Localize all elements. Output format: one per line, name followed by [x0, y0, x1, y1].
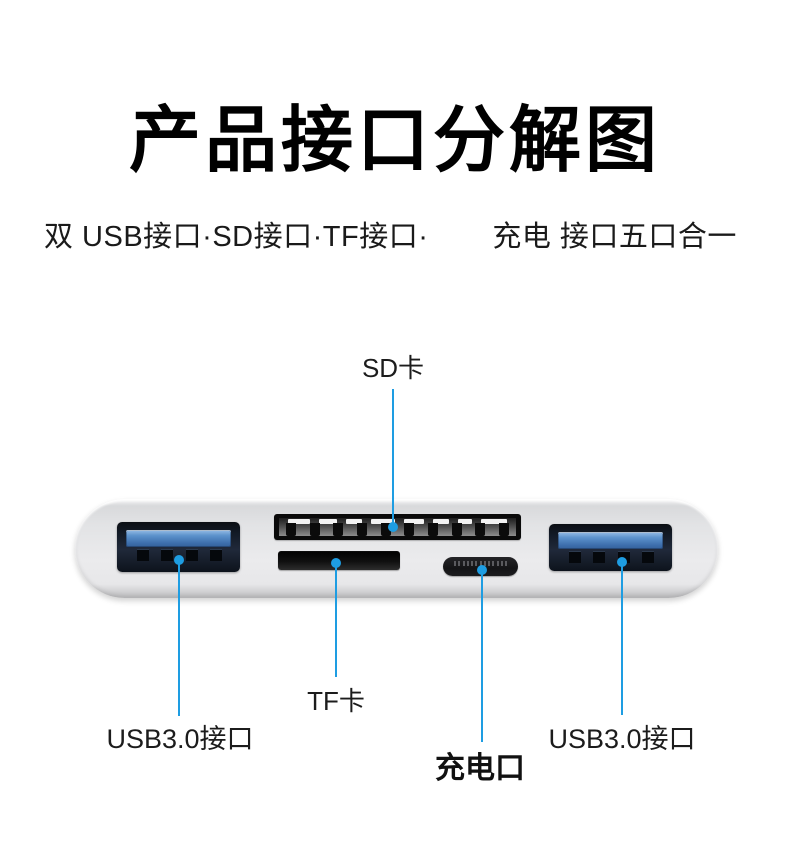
lightning-pins [454, 561, 507, 566]
lightning-pin-icon [471, 561, 473, 566]
leader-line-usb-right [621, 562, 623, 715]
sd-tooth-icon [356, 523, 367, 536]
sd-contact-icon [433, 519, 449, 524]
lightning-pin-icon [505, 561, 507, 566]
leader-dot-usb-right [617, 557, 627, 567]
usb-pin-icon [593, 551, 606, 563]
sd-tooth-icon [333, 523, 344, 536]
usb-pin-icon [161, 549, 174, 561]
leader-dot-tf [331, 558, 341, 568]
sd-tooth-icon [286, 523, 296, 536]
usb-pins [137, 549, 222, 561]
charging-port-label: 充电口 [435, 752, 525, 785]
sd-tooth-icon [498, 523, 509, 536]
sd-contact-icon [458, 519, 472, 524]
page-subtitle: 双 USB接口·SD接口·TF接口· 充电 接口五口合一 [44, 213, 737, 255]
leader-line-tf [335, 563, 337, 677]
usb-pin-icon [569, 551, 581, 563]
sd-contact-strip [288, 519, 507, 524]
leader-dot-usb-left [174, 555, 184, 565]
sd-contact-icon [319, 519, 337, 524]
sd-tooth-icon [451, 523, 462, 536]
sd-contact-icon [404, 519, 424, 524]
usb-pin-icon [137, 549, 149, 561]
leader-dot-charging [477, 565, 487, 575]
tf-card-label: TF卡 [307, 686, 365, 716]
sd-tooth-icon [475, 523, 486, 536]
page-title: 产品接口分解图 [128, 101, 661, 181]
usb-left-label: USB3.0接口 [106, 724, 254, 754]
usb-a-port-left [117, 522, 240, 572]
sd-tooth-icon [380, 523, 391, 536]
usb-right-label: USB3.0接口 [548, 724, 696, 754]
lightning-pin-icon [483, 561, 486, 566]
usb-tongue-icon [126, 530, 231, 547]
lightning-pin-icon [466, 561, 469, 566]
sd-tooth-icon [427, 523, 438, 536]
lightning-pin-icon [475, 561, 478, 566]
usb-pin-icon [185, 549, 198, 561]
leader-line-usb-left [178, 561, 180, 716]
subtitle-left-text: 双 USB接口·SD接口·TF接口· [44, 221, 429, 253]
sd-contact-icon [371, 519, 395, 524]
usb-pin-icon [641, 551, 654, 563]
adapter-body [75, 499, 718, 598]
lightning-pin-icon [462, 561, 465, 566]
sd-tooth-icon [404, 523, 415, 536]
lightning-pin-icon [458, 561, 461, 566]
usb-pin-icon [209, 549, 222, 561]
lightning-pin-icon [500, 561, 503, 566]
sd-contact-icon [481, 519, 507, 524]
leader-line-sd [392, 389, 394, 528]
usb-pins [569, 551, 654, 563]
sd-contact-icon [346, 519, 362, 524]
sd-contact-icon [288, 519, 310, 524]
lightning-pin-icon [496, 561, 499, 566]
usb-tongue-icon [558, 532, 663, 549]
leader-dot-sd [388, 522, 398, 532]
lightning-pin-icon [492, 561, 495, 566]
lightning-pin-icon [488, 561, 490, 566]
sd-tooth-icon [309, 523, 320, 536]
leader-line-charging [481, 570, 483, 742]
sd-card-label: SD卡 [361, 353, 425, 383]
lightning-pin-icon [454, 561, 456, 566]
lightning-pin-icon [479, 561, 482, 566]
sd-card-slot [274, 514, 521, 540]
sd-pin-teeth [286, 523, 509, 536]
usb-a-port-right [549, 524, 672, 571]
subtitle-right-text: 充电 接口五口合一 [492, 221, 737, 253]
